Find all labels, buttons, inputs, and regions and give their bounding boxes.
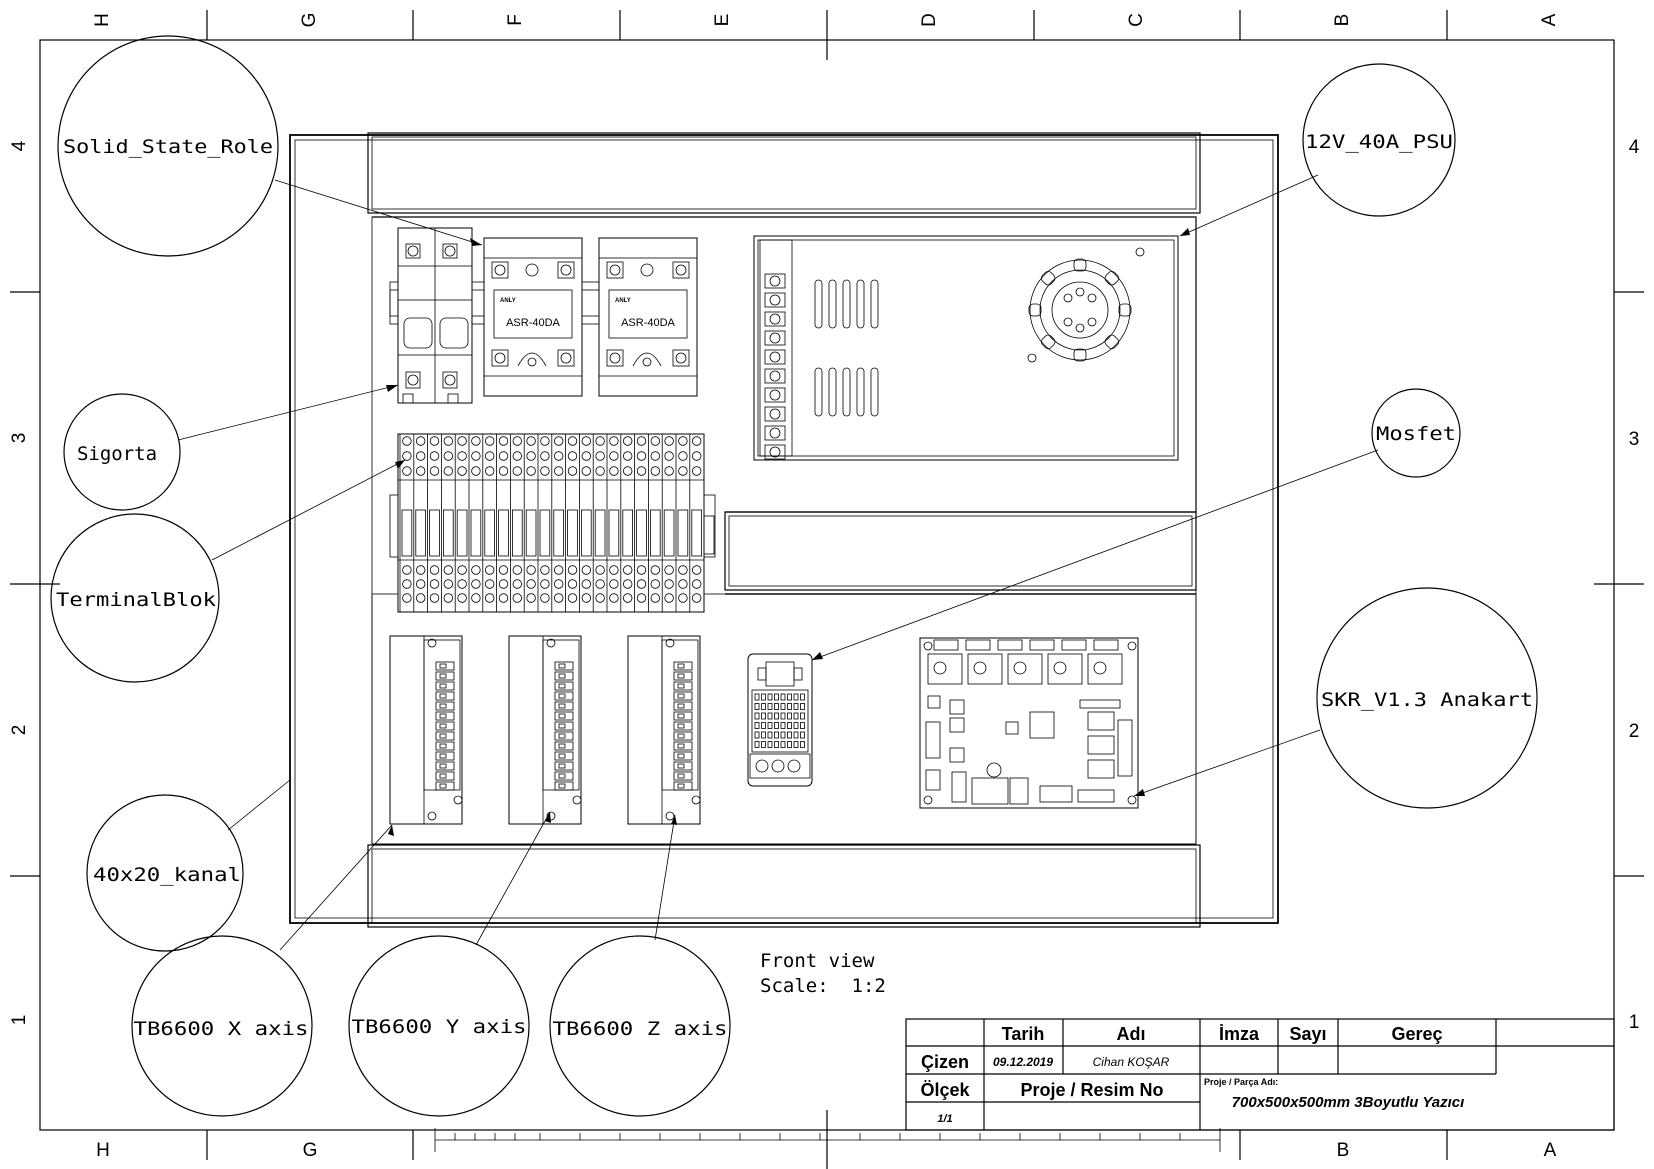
view-scale: Scale: 1:2 (760, 975, 886, 997)
tb-row-olcek: Ölçek (920, 1080, 970, 1100)
label-sigorta: Sigorta (77, 443, 157, 465)
tb6600-driver-z (627, 635, 701, 825)
tb-header-adi: Adı (1117, 1024, 1146, 1044)
tb6600-driver-y (508, 635, 582, 825)
label-terminal-blok: TerminalBlok (56, 589, 217, 611)
solid-state-relay-2: ANLY ASR-40DA (598, 237, 698, 397)
callout-leaders (177, 174, 1379, 951)
power-supply (753, 235, 1179, 461)
grid-col-h: H (92, 13, 113, 27)
tb-proje-resim-no: Proje / Resim No (1020, 1080, 1163, 1100)
grid-row-2-left: 2 (9, 725, 30, 736)
grid-row-1-right: 1 (1629, 1012, 1640, 1033)
view-label: Front view Scale: 1:2 (760, 950, 886, 997)
label-tb6600-x: TB6600 X axis (134, 1018, 309, 1040)
tb-author: Cihan KOŞAR (1093, 1055, 1170, 1069)
grid-row-2-right: 2 (1629, 721, 1640, 742)
grid-col-c: C (1126, 13, 1147, 27)
label-mosfet: Mosfet (1376, 423, 1456, 445)
tb-proje-parca-label: Proje / Parça Adı: (1204, 1077, 1278, 1087)
grid-row-1-left: 1 (9, 1015, 30, 1026)
tb-header-gerec: Gereç (1391, 1024, 1442, 1044)
grid-col-h-bottom: H (96, 1140, 110, 1161)
callout-bubbles (50, 35, 1538, 1117)
grid-col-a: A (1539, 13, 1560, 26)
ssr-2-brand: ANLY (615, 298, 631, 304)
grid-col-e: E (712, 14, 733, 27)
mosfet-module (747, 653, 813, 787)
tb-date: 09.12.2019 (993, 1055, 1053, 1069)
grid-col-g: G (299, 13, 320, 28)
grid-col-f: F (505, 14, 526, 26)
label-40x20-kanal: 40x20_kanal (93, 864, 241, 886)
circuit-breaker (397, 227, 473, 404)
label-solid-state-role: Solid_State_Role (63, 136, 273, 158)
grid-col-g-bottom: G (303, 1140, 318, 1161)
label-tb6600-y: TB6600 Y axis (352, 1016, 527, 1038)
ssr-2-model: ASR-40DA (621, 317, 675, 329)
tb-header-tarih: Tarih (1002, 1024, 1045, 1044)
terminal-block (397, 433, 705, 613)
title-block: Tarih Adı İmza Sayı Gereç Çizen 09.12.20… (905, 1018, 1615, 1131)
solid-state-relay-1: ANLY ASR-40DA (483, 237, 583, 397)
label-tb6600-z: TB6600 Z axis (553, 1018, 728, 1040)
tb-scale-value: 1/1 (937, 1113, 952, 1125)
grid-row-3-left: 3 (9, 433, 30, 444)
ssr-1-model: ASR-40DA (506, 317, 560, 329)
grid-col-b: B (1332, 14, 1353, 27)
tb-header-imza: İmza (1219, 1024, 1260, 1044)
tb-row-cizen: Çizen (921, 1052, 969, 1072)
tb6600-driver-x (389, 635, 463, 825)
grid-ticks (10, 10, 1644, 1169)
grid-row-4-right: 4 (1629, 137, 1640, 158)
label-psu: 12V_40A_PSU (1305, 131, 1453, 153)
grid-row-3-right: 3 (1629, 429, 1640, 450)
grid-column-labels-top: H G F E D C B A (92, 13, 1560, 28)
tb-header-sayi: Sayı (1289, 1024, 1326, 1044)
scale-bar (434, 1128, 1221, 1152)
label-skr: SKR_V1.3 Anakart (1321, 689, 1533, 711)
tb-project-name: 700x500x500mm 3Boyutlu Yazıcı (1232, 1094, 1465, 1111)
view-name: Front view (760, 950, 875, 972)
grid-col-a-bottom: A (1544, 1140, 1557, 1161)
enclosure-panel (289, 132, 1279, 928)
grid-col-d: D (919, 13, 940, 27)
callout-labels: Solid_State_Role Sigorta TerminalBlok 40… (56, 131, 1533, 1040)
ssr-1-brand: ANLY (500, 298, 516, 304)
skr-mainboard (919, 637, 1139, 809)
grid-row-labels: 4 3 2 1 4 3 2 1 (9, 137, 1640, 1033)
callout-arrowheads (386, 228, 1190, 836)
grid-col-b-bottom: B (1337, 1140, 1350, 1161)
grid-row-4-left: 4 (9, 140, 30, 151)
grid-column-labels-bottom: H G B A (96, 1140, 1557, 1161)
